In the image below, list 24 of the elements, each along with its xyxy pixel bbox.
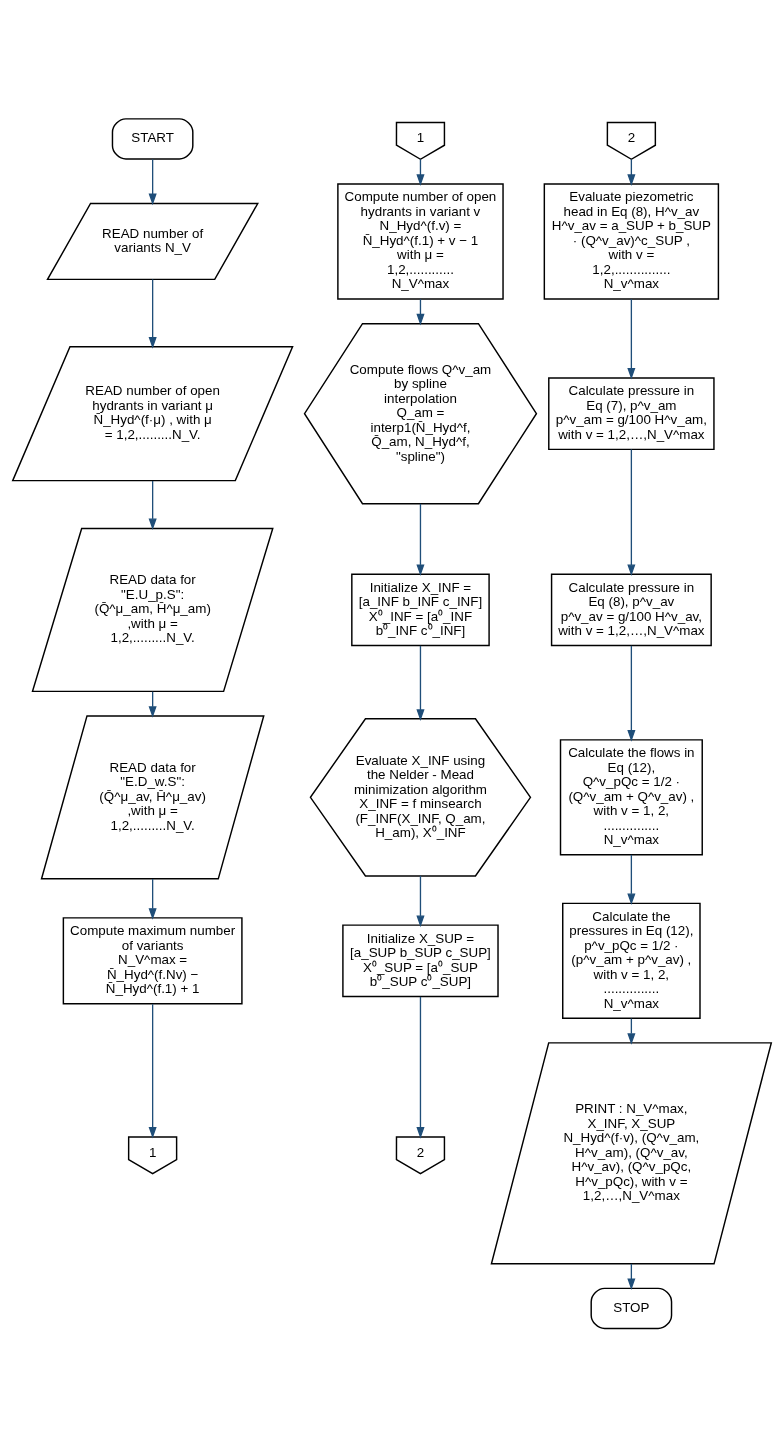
node-box: Initialize X_INF = [a_INF b_INF c_INF] X⁰_INF = [a⁰_INF b⁰_INF c⁰_INF] [351, 572, 490, 646]
arrow [627, 644, 636, 742]
arrow [148, 278, 157, 349]
arrow [416, 995, 425, 1139]
node-box: Calculate the flows in Eq (12), Q^v_pQc = 1/2 · (Q^v_am + Q^v_av) , with v = 1, 2, ............... N_v^max [559, 738, 703, 856]
arrow [627, 298, 636, 379]
node-box: Calculate pressure in Eq (7), p^v_am p^v_am = g/100 H^v_am, with v = 1,2,…,N_V^max [548, 376, 715, 450]
node-box: Calculate the pressures in Eq (12), p^v_pQc = 1/2 · (p^v_am + p^v_av) , with v = 1, 2, ............... N_v^max [562, 902, 701, 1019]
arrow [416, 644, 425, 721]
arrow [148, 479, 157, 530]
node-box: Initialize X_SUP = [a_SUP b_SUP c_SUP] X⁰_SUP = [a⁰_SUP b⁰_SUP c⁰_SUP] [342, 923, 499, 997]
arrow [148, 158, 157, 205]
node-box: Evaluate piezometric head in Eq (8), H^v_av H^v_av = a_SUP + b_SUP · (Q^v_av)^c_SUP , with v = 1,2,............... N_v^max [543, 182, 720, 300]
node-box: Calculate pressure in Eq (8), p^v_av p^v_av = g/100 H^v_av, with v = 1,2,…,N_V^max [550, 572, 712, 646]
arrow [416, 874, 425, 927]
arrow [627, 448, 636, 576]
arrow [627, 853, 636, 905]
node-box: STOP [590, 1287, 673, 1329]
arrow [416, 502, 425, 576]
arrow [148, 877, 157, 920]
node-box: START [111, 117, 194, 160]
arrow [148, 1003, 157, 1139]
node-box: Compute number of open hydrants in variant v N_Hyd^(f.v) = N̄_Hyd^(f.1) + v − 1 with μ = 1,2,............ N_V^max [337, 182, 504, 300]
node-box: Compute maximum number of variants N_V^max = N̄_Hyd^(f.Nv) − N̄_Hyd^(f.1) + 1 [62, 916, 243, 1005]
